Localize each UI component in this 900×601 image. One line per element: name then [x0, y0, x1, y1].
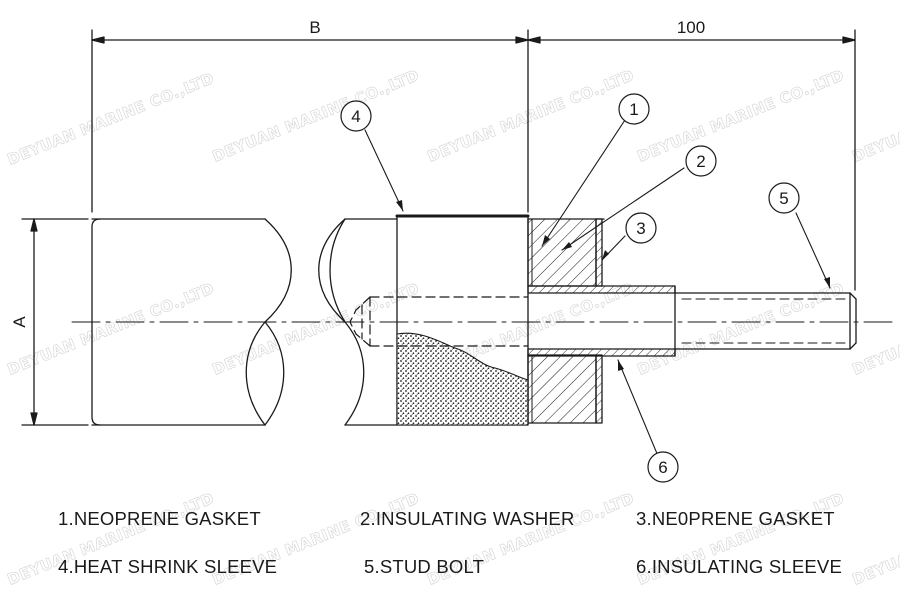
dimension-length-label: 100: [677, 18, 705, 37]
stud-bolt: [674, 292, 857, 350]
dimension-a-label: A: [10, 316, 29, 328]
dimension-b-label: B: [309, 18, 320, 37]
dimension-a: [21, 218, 89, 426]
legend-item-2: 2.INSULATING WASHER: [360, 508, 575, 529]
watermark-text: DEYUAN MARINE CO.,LTD: [5, 69, 217, 169]
watermark-text: DEYUAN MARINE CO.,LTD: [210, 66, 422, 166]
legend-item-5: 5.STUD BOLT: [364, 556, 485, 577]
callout-4: 4: [351, 107, 360, 126]
callout-1: 1: [629, 100, 638, 119]
watermark-text: DEYUAN MARINE CO.,LTD: [850, 489, 900, 589]
callout-numbers: 1 2 3 4 5 6: [351, 100, 788, 477]
watermark-text: DEYUAN MARINE CO.,LTD: [850, 279, 900, 379]
callout-2: 2: [696, 152, 705, 171]
watermark-text: DEYUAN MARINE CO.,LTD: [5, 279, 217, 379]
callout-5: 5: [779, 189, 788, 208]
dimension-length: [527, 29, 856, 291]
legend-item-1: 1.NEOPRENE GASKET: [58, 508, 261, 529]
leader-arrowheads: [396, 200, 830, 371]
broken-section-speckle: [396, 332, 529, 426]
watermark-text: DEYUAN MARINE CO.,LTD: [850, 66, 900, 166]
legend-item-4: 4.HEAT SHRINK SLEEVE: [58, 556, 278, 577]
insulating-washer: [527, 218, 605, 424]
watermark-text: DEYUAN MARINE CO.,LTD: [210, 279, 422, 379]
watermark-text: DEYUAN MARINE CO.,LTD: [635, 279, 847, 379]
dimension-b: [91, 29, 529, 213]
legend-item-3: 3.NE0PRENE GASKET: [636, 508, 835, 529]
callout-6: 6: [658, 458, 667, 477]
callout-3: 3: [636, 219, 645, 238]
insulating-sleeve: [527, 285, 676, 357]
legend-item-6: 6.INSULATING SLEEVE: [636, 556, 842, 577]
callout-balloons: [340, 93, 800, 483]
leader-lines: [364, 119, 831, 457]
watermark-text: DEYUAN MARINE CO.,LTD: [635, 66, 847, 166]
